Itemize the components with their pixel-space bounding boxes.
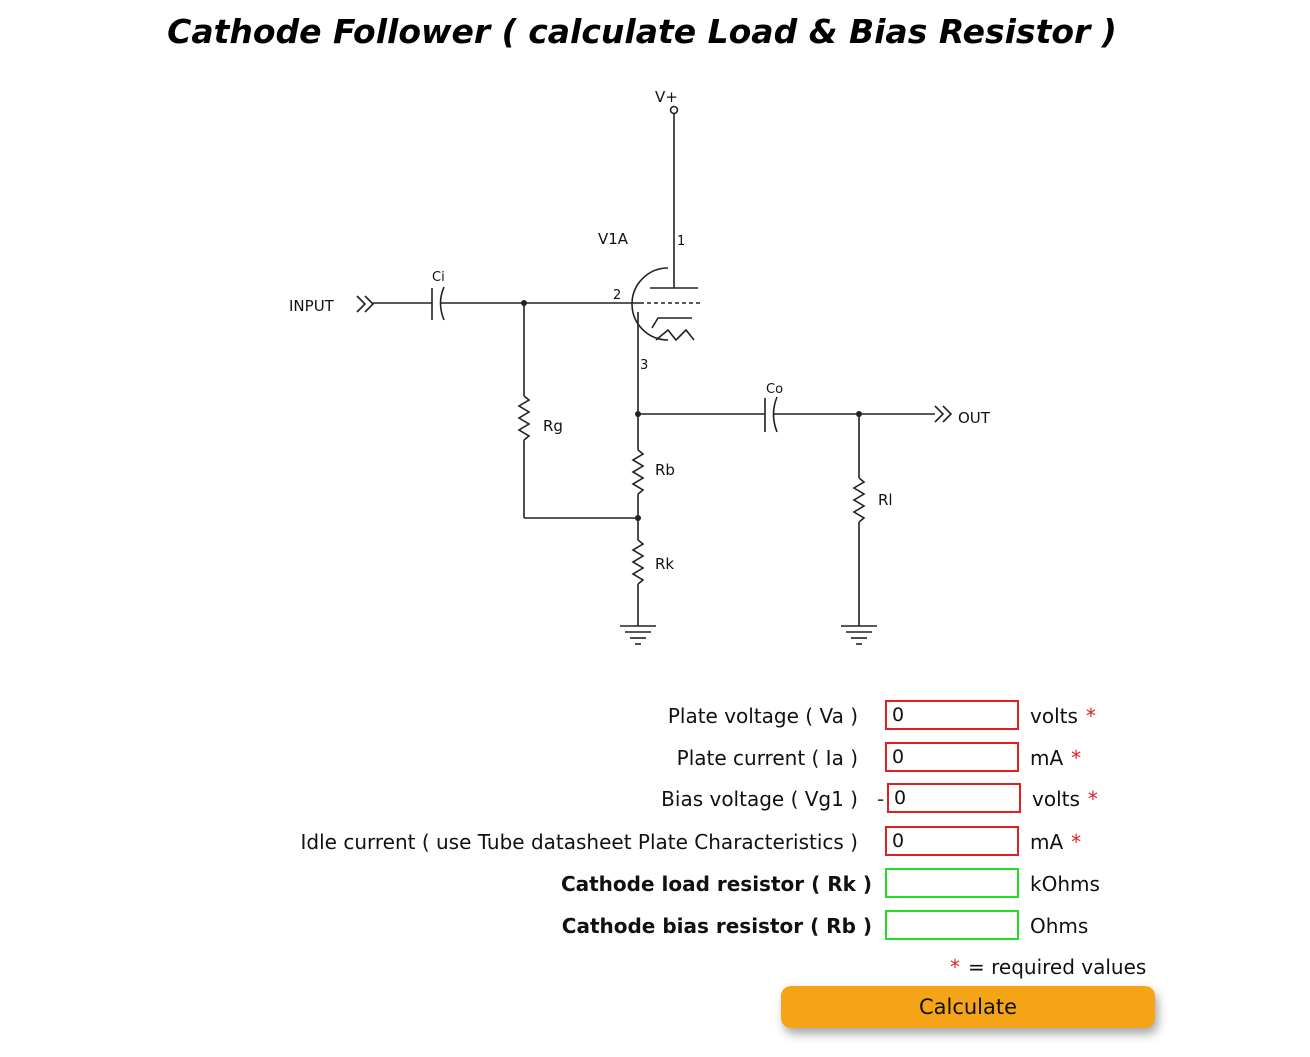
pin1-label: 1 (677, 234, 685, 249)
cathode-follower-schematic: V+ V1A 1 2 3 INPUT Ci Rg Rb Rk Co Rl OUT (289, 88, 991, 645)
co-label: Co (766, 382, 783, 397)
junction-dot (521, 300, 527, 306)
idle-current-label: Idle current ( use Tube datasheet Plate … (300, 830, 858, 854)
cathode-load-row: Cathode load resistor ( Rk ) kOhms (0, 868, 1310, 900)
cathode-bias-row: Cathode bias resistor ( Rb ) Ohms (0, 910, 1310, 942)
rb-resistor (631, 449, 645, 495)
plate-current-input[interactable] (885, 742, 1019, 772)
bias-voltage-unit: volts* (1032, 787, 1098, 811)
rg-label: Rg (543, 417, 563, 435)
ground-symbol (841, 625, 877, 645)
plate-voltage-input[interactable] (885, 700, 1019, 730)
cathode-bias-output[interactable] (885, 910, 1019, 940)
bias-voltage-label: Bias voltage ( Vg1 ) (661, 787, 858, 811)
required-star: * (1071, 830, 1082, 854)
bias-voltage-row: Bias voltage ( Vg1 ) - volts* (0, 783, 1310, 815)
input-label: INPUT (289, 297, 335, 315)
plate-voltage-label: Plate voltage ( Va ) (667, 704, 858, 728)
idle-current-row: Idle current ( use Tube datasheet Plate … (0, 826, 1310, 858)
cathode-bias-unit: Ohms (1030, 914, 1089, 938)
required-star: * (1071, 746, 1082, 770)
vplus-terminal (669, 105, 679, 115)
bias-voltage-minus-sign: - (877, 787, 885, 811)
tube-envelope (631, 267, 669, 341)
tube-label: V1A (598, 230, 629, 248)
ground-symbol (620, 625, 656, 645)
plate-voltage-row: Plate voltage ( Va ) volts* (0, 700, 1310, 732)
tube-heater (655, 328, 695, 342)
calculate-button[interactable]: Calculate (781, 986, 1155, 1028)
plate-current-label: Plate current ( Ia ) (676, 746, 858, 770)
cathode-bias-label: Cathode bias resistor ( Rb ) (561, 914, 872, 938)
rb-label: Rb (655, 461, 675, 479)
out-arrow (934, 405, 953, 423)
junction-dot (635, 515, 641, 521)
out-label: OUT (958, 409, 991, 427)
page-title: Cathode Follower ( calculate Load & Bias… (167, 12, 1117, 51)
junction-dot (635, 411, 641, 417)
idle-current-input[interactable] (885, 826, 1019, 856)
plate-voltage-unit: volts* (1030, 704, 1096, 728)
required-legend: * = required values (950, 955, 1146, 979)
cathode-load-label: Cathode load resistor ( Rk ) (560, 872, 872, 896)
tube-cathode (651, 317, 692, 329)
pin3-label: 3 (640, 358, 648, 373)
junction-dot (856, 411, 862, 417)
plate-current-unit: mA* (1030, 746, 1082, 770)
idle-current-unit: mA* (1030, 830, 1082, 854)
cathode-load-output[interactable] (885, 868, 1019, 898)
bias-voltage-input[interactable] (887, 783, 1021, 813)
vplus-label: V+ (655, 88, 678, 106)
input-arrow (356, 295, 375, 313)
required-legend-star: * (950, 955, 960, 979)
required-star: * (1085, 704, 1096, 728)
required-legend-text: = required values (968, 955, 1147, 979)
pin2-label: 2 (613, 288, 621, 303)
plate-current-row: Plate current ( Ia ) mA* (0, 742, 1310, 774)
rl-label: Rl (878, 491, 893, 509)
rk-resistor (631, 539, 645, 585)
cathode-load-unit: kOhms (1030, 872, 1100, 896)
rl-resistor (852, 477, 866, 523)
ci-label: Ci (432, 270, 445, 285)
required-star: * (1087, 787, 1098, 811)
rk-label: Rk (655, 555, 674, 573)
rg-resistor (517, 395, 531, 441)
